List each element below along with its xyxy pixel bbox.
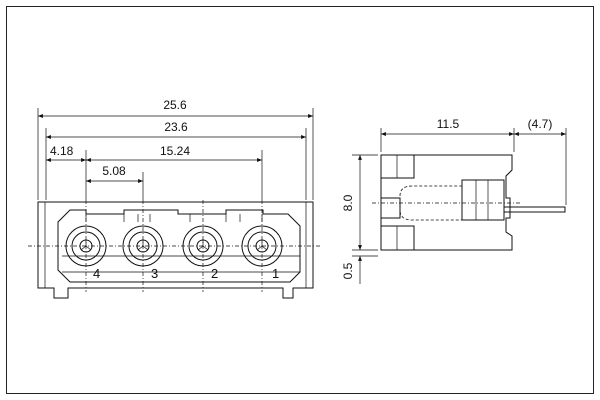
entry-slot <box>381 197 401 219</box>
dim-edge-to-pin: 4.18 <box>50 144 74 158</box>
lower-latch-block <box>380 225 415 251</box>
extension-lines <box>37 108 314 200</box>
dim-pitch: 5.08 <box>102 164 126 178</box>
drawing-border <box>6 6 594 394</box>
dim-inner-width: 23.6 <box>164 120 188 134</box>
hidden-contact <box>399 185 463 221</box>
terminal-insert <box>461 179 505 221</box>
pin-label-4: 4 <box>93 266 100 281</box>
front-view: 4 3 2 1 25.6 23.6 4.18 15.24 5.08 <box>28 98 322 299</box>
housing-outline <box>380 154 513 251</box>
dim-standoff: 0.5 <box>341 262 355 279</box>
connector-body-outline <box>37 201 314 299</box>
dim-depth: 11.5 <box>437 117 460 131</box>
dim-pin-extension: (4.7) <box>528 117 553 131</box>
side-view: 11.5 (4.7) 8.0 0.5 <box>341 117 567 284</box>
side-height-extensions <box>352 154 378 257</box>
upper-latch-block <box>380 154 415 179</box>
pin-label-1: 1 <box>272 266 279 281</box>
inner-ledges <box>62 255 300 273</box>
side-grooves <box>44 202 307 288</box>
pin-label-3: 3 <box>151 266 158 281</box>
dim-pin-span: 15.24 <box>160 144 190 158</box>
solder-pin <box>504 206 566 213</box>
pin-label-2: 2 <box>211 266 218 281</box>
insert-ribs <box>475 180 489 220</box>
dim-height: 8.0 <box>341 194 355 211</box>
pin-centerlines <box>85 200 263 292</box>
side-extension-lines <box>380 128 567 205</box>
dim-overall-width: 25.6 <box>163 98 187 112</box>
